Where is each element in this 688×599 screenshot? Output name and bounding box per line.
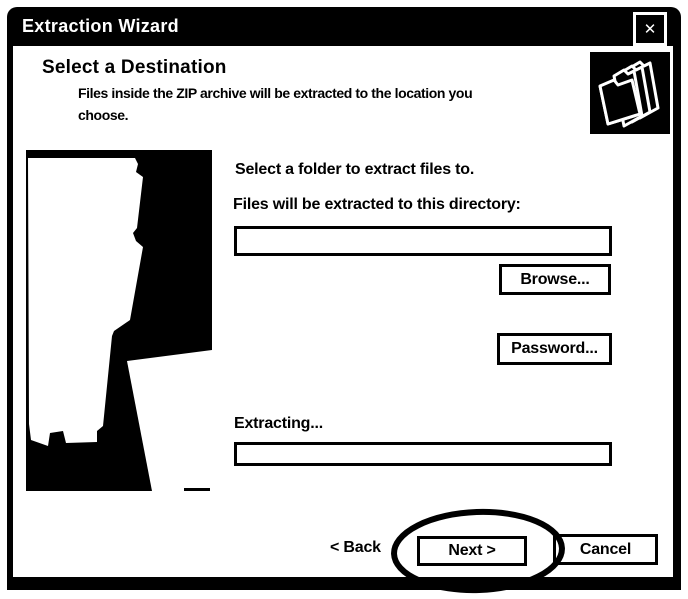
window-border-bottom	[7, 577, 681, 590]
folder-stack-icon	[590, 52, 670, 134]
page-title: Select a Destination	[42, 57, 227, 78]
browse-button-label: Browse...	[520, 270, 590, 288]
directory-label: Files will be extracted to this director…	[233, 196, 521, 213]
directory-input[interactable]	[234, 226, 612, 256]
window-border-right	[673, 46, 681, 577]
sidebar-graphic	[26, 150, 212, 491]
close-icon: ✕	[643, 21, 657, 38]
next-button-label: Next >	[448, 542, 496, 559]
back-button-label: < Back	[330, 539, 381, 556]
close-button[interactable]: ✕	[633, 12, 667, 46]
browse-button[interactable]: Browse...	[499, 264, 611, 295]
password-button-label: Password...	[511, 340, 598, 357]
window-border-left	[7, 46, 13, 577]
extracting-label: Extracting...	[234, 415, 323, 432]
instruction-text: Select a folder to extract files to.	[235, 161, 475, 178]
page-description-line2: choose.	[78, 107, 129, 123]
cancel-button-label: Cancel	[579, 540, 632, 558]
password-button[interactable]: Password...	[497, 333, 612, 365]
next-button[interactable]: Next >	[417, 536, 527, 566]
title-bar: Extraction Wizard ✕	[7, 7, 681, 46]
cancel-button[interactable]: Cancel	[553, 534, 658, 565]
page-description-line1: Files inside the ZIP archive will be ext…	[78, 85, 473, 101]
back-button[interactable]: < Back	[330, 539, 381, 557]
window-title: Extraction Wizard	[22, 16, 179, 36]
progress-bar	[234, 442, 612, 466]
